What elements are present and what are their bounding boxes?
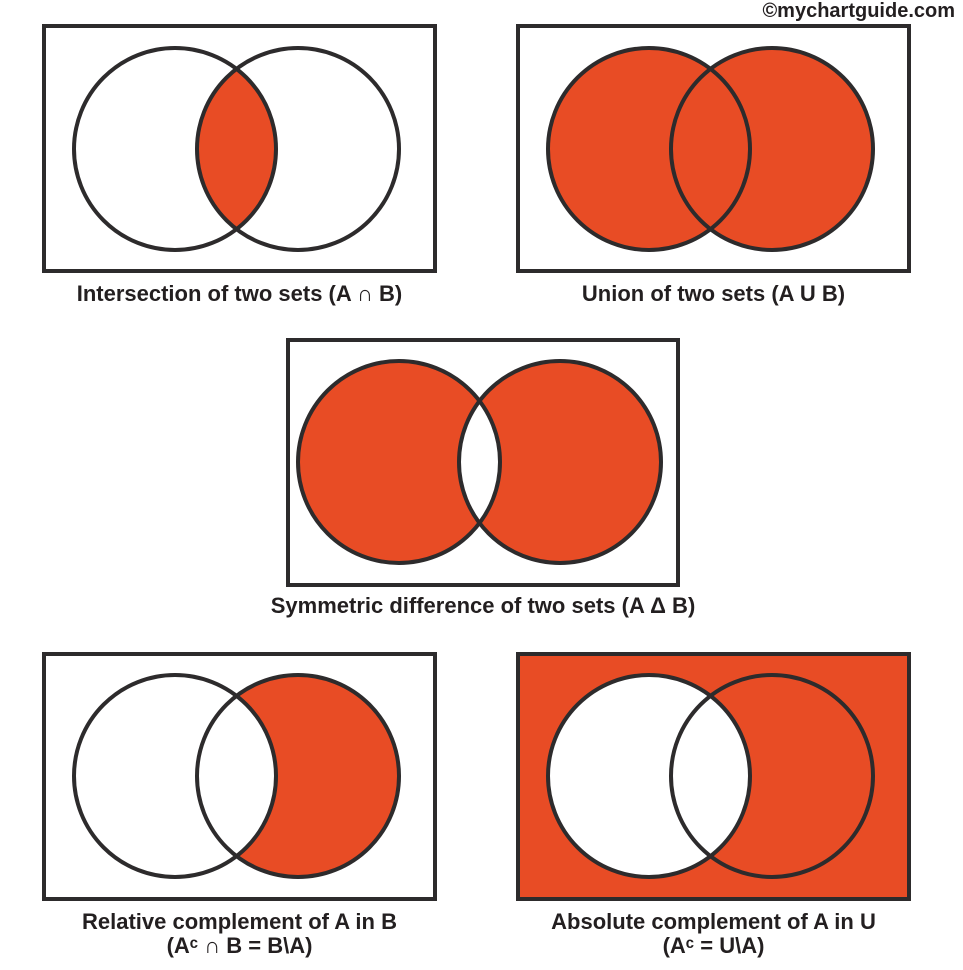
region-a — [74, 675, 276, 877]
absolute-complement-title: Absolute complement of A in U — [551, 909, 876, 934]
set-a-circle — [546, 46, 752, 252]
symmetric-difference-diagram — [286, 338, 680, 587]
absolute-complement-caption: Absolute complement of A in U (Aᶜ = U\A) — [498, 910, 929, 958]
set-a-circle — [546, 673, 752, 879]
relative-complement-caption: Relative complement of A in B (Aᶜ ∩ B = … — [24, 910, 455, 958]
region-a∩b — [197, 48, 276, 250]
union-diagram — [516, 24, 911, 273]
region-b — [671, 48, 873, 250]
region-b — [459, 361, 661, 563]
set-a-circle — [72, 673, 278, 879]
set-a-circle — [72, 46, 278, 252]
set-b-circle — [457, 359, 663, 565]
absolute-complement-diagram — [516, 652, 911, 901]
set-b-circle — [669, 46, 875, 252]
union-caption: Union of two sets (A U B) — [581, 281, 846, 306]
set-b-circle — [669, 673, 875, 879]
set-b-circle — [195, 673, 401, 879]
set-a-circle — [296, 359, 502, 565]
set-b-circle — [195, 46, 401, 252]
region-a — [548, 675, 750, 877]
intersection-diagram — [42, 24, 437, 273]
relative-complement-formula: (Aᶜ ∩ B = B\A) — [166, 933, 313, 958]
copyright-watermark: ©mychartguide.com — [762, 0, 955, 22]
symmetric-difference-caption: Symmetric difference of two sets (A Δ B) — [270, 593, 696, 618]
region-a — [298, 361, 500, 563]
relative-complement-diagram — [42, 652, 437, 901]
absolute-complement-formula: (Aᶜ = U\A) — [662, 933, 765, 958]
intersection-caption: Intersection of two sets (A ∩ B) — [76, 281, 403, 306]
relative-complement-title: Relative complement of A in B — [82, 909, 397, 934]
